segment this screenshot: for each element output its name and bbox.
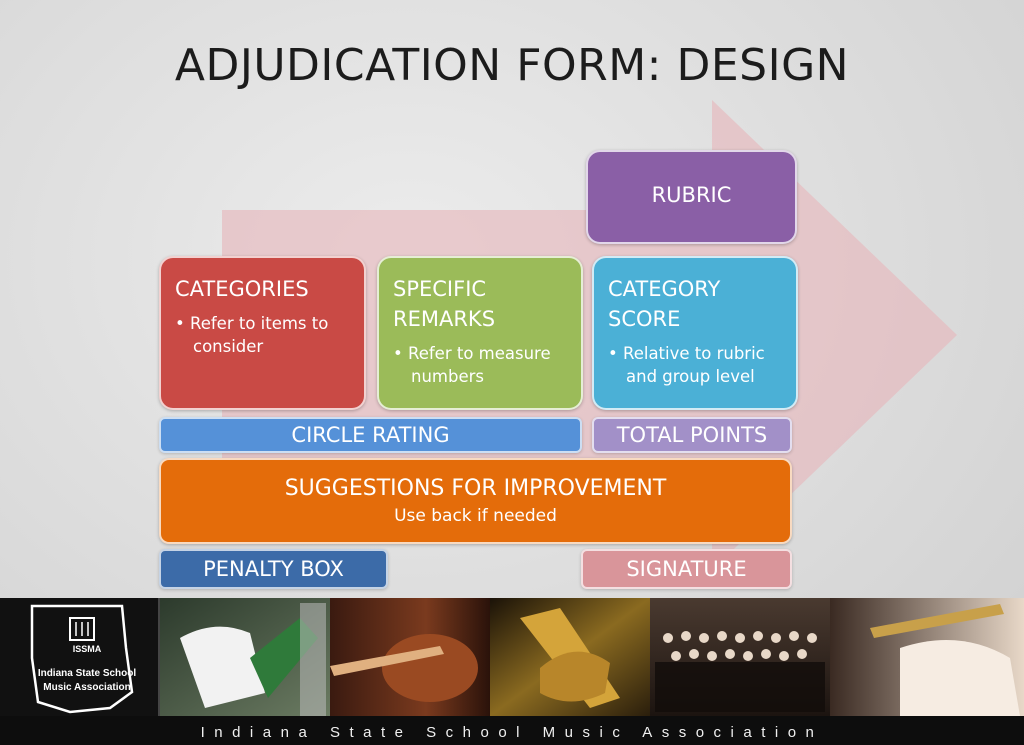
category-score-box: CATEGORY SCORE Relative to rubric and gr… (592, 256, 798, 410)
footer-banner: ISSMA Indiana State School Music Associa… (0, 598, 1024, 745)
specific-remarks-box: SPECIFIC REMARKS Refer to measure number… (377, 256, 583, 410)
slide-title: ADJUDICATION FORM: DESIGN (174, 40, 850, 91)
category-score-heading: CATEGORY SCORE (608, 277, 721, 331)
category-score-bullet: Relative to rubric and group level (608, 342, 782, 388)
categories-bullet: Refer to items to consider (175, 312, 350, 358)
rubric-box: RUBRIC (586, 150, 797, 244)
rubric-label: RUBRIC (651, 183, 732, 207)
circle-rating-bar: CIRCLE RATING (159, 417, 582, 453)
total-points-bar: TOTAL POINTS (592, 417, 792, 453)
total-points-label: TOTAL POINTS (616, 423, 768, 447)
issma-logo-abbrev: ISSMA (72, 644, 102, 654)
penalty-box-label: PENALTY BOX (203, 557, 344, 581)
suggestions-heading: SUGGESTIONS FOR IMPROVEMENT (284, 476, 667, 501)
specific-remarks-heading: SPECIFIC REMARKS (393, 277, 496, 331)
signature-bar: SIGNATURE (581, 549, 792, 589)
suggestions-box: SUGGESTIONS FOR IMPROVEMENT Use back if … (159, 458, 792, 544)
signature-label: SIGNATURE (626, 557, 747, 581)
penalty-box-bar: PENALTY BOX (159, 549, 388, 589)
photo-collage (160, 598, 1024, 716)
indiana-map-icon (30, 604, 134, 714)
footer-tagline: Indiana State School Music Association (200, 724, 824, 741)
circle-rating-label: CIRCLE RATING (291, 423, 450, 447)
issma-logo-name-line1: Indiana State School (37, 668, 137, 679)
categories-heading: CATEGORIES (175, 277, 309, 301)
specific-remarks-bullet: Refer to measure numbers (393, 342, 567, 388)
categories-box: CATEGORIES Refer to items to consider (159, 256, 366, 410)
issma-logo: ISSMA Indiana State School Music Associa… (0, 598, 160, 716)
issma-logo-name-line2: Music Association (43, 682, 131, 693)
suggestions-subtext: Use back if needed (394, 506, 557, 526)
